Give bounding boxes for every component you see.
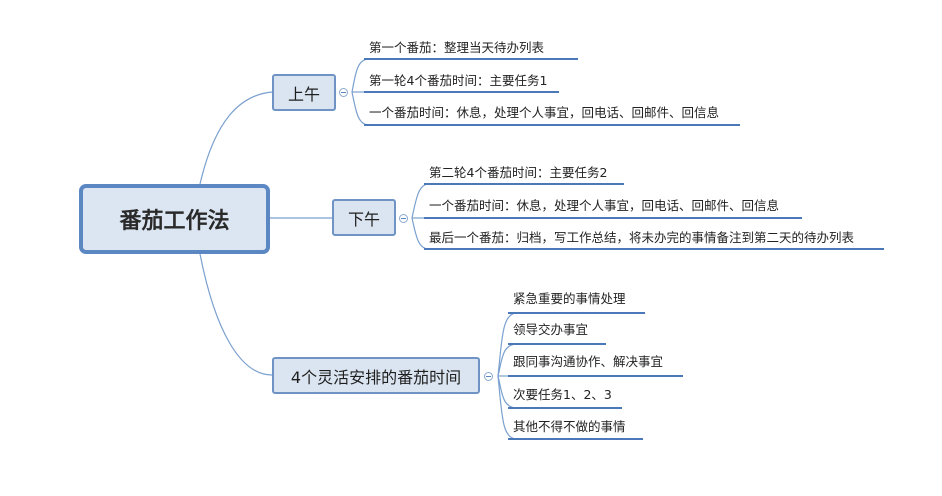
leaf-flexible-1[interactable]: 紧急重要的事情处理 [513, 291, 626, 306]
leaf-flexible-5[interactable]: 其他不得不做的事情 [513, 419, 626, 434]
collapse-toggle-icon[interactable] [484, 372, 493, 381]
leaf-afternoon-2[interactable]: 一个番茄时间：休息，处理个人事宜，回电话、回邮件、回信息 [429, 198, 780, 213]
leaf-flexible-2[interactable]: 领导交办事宜 [513, 322, 589, 337]
connector-flexible-1 [497, 312, 517, 377]
connector-root-flexible [199, 253, 273, 376]
leaf-afternoon-1[interactable]: 第二轮4个番茄时间：主要任务2 [429, 165, 608, 180]
connector-afternoon-1 [411, 183, 429, 219]
leaf-flexible-4[interactable]: 次要任务1、2、3 [513, 387, 612, 402]
connector-morning-3 [351, 91, 369, 126]
branch-node-morning[interactable]: 上午 [272, 74, 336, 111]
leaf-afternoon-3[interactable]: 最后一个番茄：归档，写工作总结，将未办完的事情备注到第二天的待办列表 [429, 230, 855, 245]
connector-afternoon-3 [411, 217, 429, 250]
collapse-toggle-icon[interactable] [399, 214, 408, 223]
collapse-toggle-icon[interactable] [339, 88, 348, 97]
root-node[interactable]: 番茄工作法 [79, 184, 270, 254]
leaf-flexible-3[interactable]: 跟同事沟通协作、解决事宜 [513, 354, 664, 369]
leaf-morning-1[interactable]: 第一个番茄：整理当天待办列表 [369, 40, 545, 55]
leaf-morning-3[interactable]: 一个番茄时间：休息，处理个人事宜，回电话、回邮件、回信息 [369, 105, 720, 120]
connector-morning-1 [351, 58, 369, 93]
leaf-morning-2[interactable]: 第一轮4个番茄时间：主要任务1 [369, 73, 548, 88]
connector-root-morning [199, 91, 273, 185]
branch-node-flexible[interactable]: 4个灵活安排的番茄时间 [272, 357, 480, 394]
branch-node-afternoon[interactable]: 下午 [332, 199, 396, 236]
